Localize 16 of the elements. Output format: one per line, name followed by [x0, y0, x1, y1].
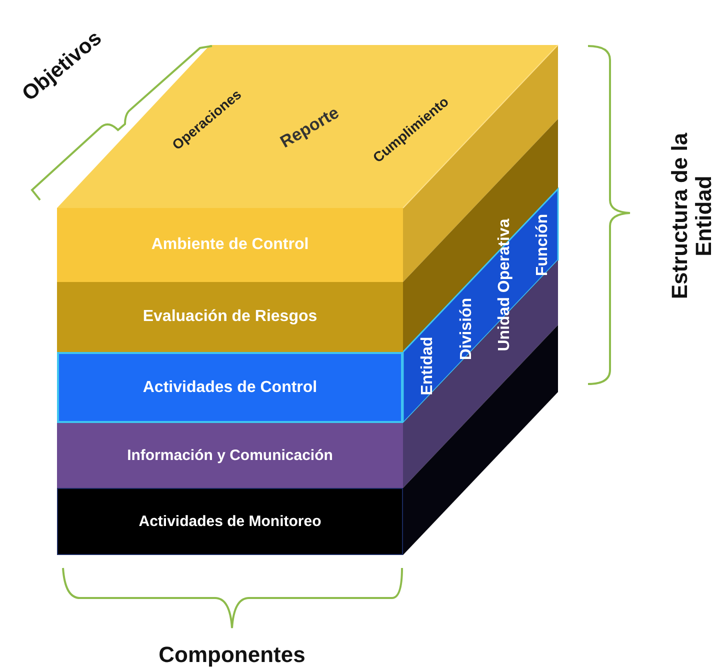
row-label: Función — [534, 214, 552, 276]
component-layer — [57, 352, 403, 423]
layer-label: Ambiente de Control — [151, 236, 309, 254]
axis-title: Estructura de la Entidad — [668, 132, 716, 302]
layer-label: Información y Comunicación — [127, 447, 333, 464]
layer-label: Actividades de Monitoreo — [138, 513, 322, 530]
row-label: Entidad — [419, 336, 437, 396]
axis-title: Componentes — [158, 642, 306, 668]
component-layer — [57, 488, 403, 555]
row-label: División — [458, 298, 476, 360]
layer-label: Actividades de Control — [142, 378, 318, 396]
component-layer — [57, 208, 403, 282]
component-layer — [57, 423, 403, 488]
layer-label: Evaluación de Riesgos — [142, 308, 318, 326]
row-label: Unidad Operativa — [496, 218, 514, 352]
component-layer — [57, 282, 403, 352]
